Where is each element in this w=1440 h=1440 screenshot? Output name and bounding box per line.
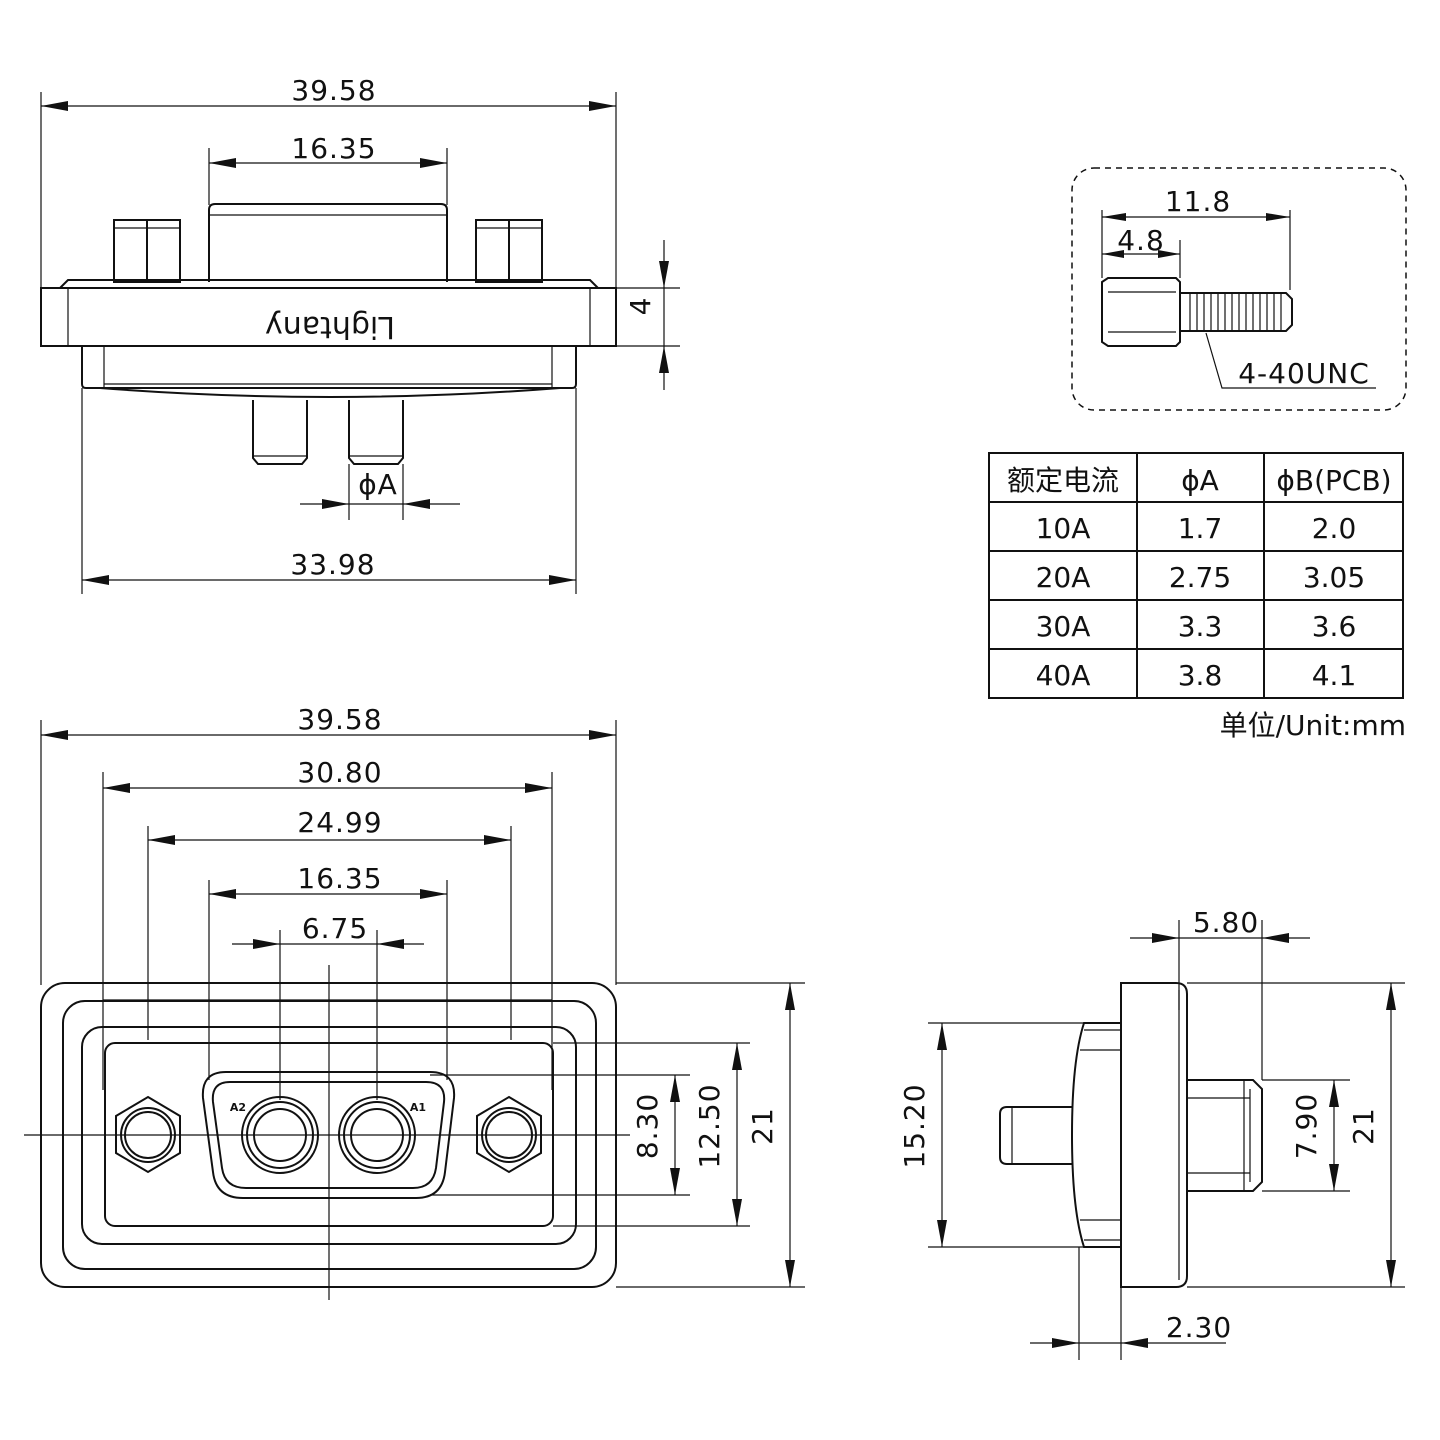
table-cell: 30A bbox=[1036, 610, 1091, 643]
contact-label-a1: A1 bbox=[410, 1101, 426, 1114]
screw-detail: 11.8 4.8 4-40UNC bbox=[1071, 167, 1407, 411]
dim-pin-diameter: ϕA bbox=[358, 468, 398, 501]
dim-side-top: 5.80 bbox=[1193, 906, 1259, 939]
front-view: 39.58 16.35 Lightany bbox=[40, 74, 680, 594]
dim-contact-pitch: 6.75 bbox=[302, 912, 368, 945]
thread-label: 4-40UNC bbox=[1238, 357, 1370, 390]
dim-inner-width: 24.99 bbox=[297, 806, 382, 839]
dim-flange-thickness: 4 bbox=[624, 297, 657, 316]
table-cell: 4.1 bbox=[1312, 659, 1357, 692]
table-header-pin-diameter: ϕA bbox=[1181, 464, 1219, 497]
table-cell: 3.05 bbox=[1303, 561, 1365, 594]
table-cell: 20A bbox=[1036, 561, 1091, 594]
dim-face-shell-width: 16.35 bbox=[297, 862, 382, 895]
table-cell: 40A bbox=[1036, 659, 1091, 692]
unit-note: 单位/Unit:mm bbox=[1220, 709, 1406, 742]
side-view: 5.80 15.20 7.90 bbox=[898, 906, 1405, 1360]
table-cell: 2.75 bbox=[1169, 561, 1231, 594]
dim-side-left-height: 15.20 bbox=[898, 1083, 931, 1168]
dim-side-bottom: 2.30 bbox=[1166, 1311, 1232, 1344]
dim-mounting-hole-span: 30.80 bbox=[297, 756, 382, 789]
dim-overall-width-top: 39.58 bbox=[291, 74, 376, 107]
table-cell: 3.8 bbox=[1178, 659, 1223, 692]
table-cell: 10A bbox=[1036, 512, 1091, 545]
dim-face-overall-width: 39.58 bbox=[297, 703, 382, 736]
logo-text: Lightany bbox=[265, 309, 395, 344]
dim-bottom-width: 33.98 bbox=[290, 548, 375, 581]
contact-label-a2: A2 bbox=[230, 1101, 246, 1114]
dim-shell-width-top: 16.35 bbox=[291, 132, 376, 165]
table-cell: 3.6 bbox=[1312, 610, 1357, 643]
dim-side-hex-height: 7.90 bbox=[1290, 1093, 1323, 1159]
dim-shell-height: 8.30 bbox=[631, 1093, 664, 1159]
rating-table: 额定电流 ϕA ϕB(PCB) 10A 1.7 2.0 20A 2.75 3.0… bbox=[988, 452, 1406, 742]
table-cell: 1.7 bbox=[1178, 512, 1223, 545]
table-header-current: 额定电流 bbox=[1007, 464, 1119, 497]
table-cell: 2.0 bbox=[1312, 512, 1357, 545]
dim-inner-height: 12.50 bbox=[693, 1083, 726, 1168]
dim-overall-height: 21 bbox=[746, 1107, 779, 1145]
face-view: 39.58 30.80 24.99 16.35 6.75 bbox=[24, 703, 805, 1300]
dim-hex-length: 4.8 bbox=[1117, 224, 1165, 257]
dim-screw-length: 11.8 bbox=[1165, 185, 1231, 218]
table-cell: 3.3 bbox=[1178, 610, 1223, 643]
dim-side-right-height: 21 bbox=[1347, 1107, 1380, 1145]
table-header-pcb-diameter: ϕB(PCB) bbox=[1276, 464, 1391, 497]
